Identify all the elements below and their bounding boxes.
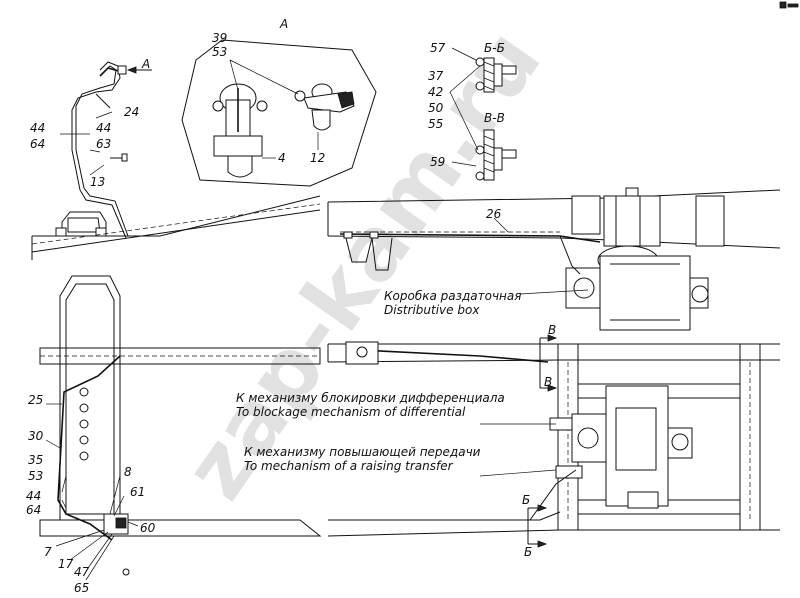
left-side-view <box>31 61 321 260</box>
callout-44-a: 44 <box>30 121 45 135</box>
callout-47: 47 <box>74 565 90 579</box>
callout-44-b: 44 <box>96 121 111 135</box>
callout-44-c: 44 <box>26 489 41 503</box>
view-a-title: А <box>279 17 288 31</box>
arrow-a-label: А <box>141 57 150 71</box>
callout-30: 30 <box>28 429 44 443</box>
caption-transfer-box-ru: Коробка раздаточная <box>384 289 521 303</box>
watermark: zap-kam.ru <box>165 12 560 517</box>
callout-50: 50 <box>428 101 444 115</box>
callout-39: 39 <box>212 31 227 45</box>
callout-61: 61 <box>130 485 145 499</box>
view-a: А <box>181 17 377 187</box>
callout-8: 8 <box>124 465 132 479</box>
callout-64-a: 64 <box>30 137 45 151</box>
callout-55: 55 <box>428 117 443 131</box>
section-marker-v: В В <box>539 323 558 392</box>
arrow-b-top: Б <box>522 493 530 507</box>
callout-25: 25 <box>28 393 43 407</box>
callout-17: 17 <box>58 557 74 571</box>
caption-diff-lock-en: To blockage mechanism of differential <box>236 405 466 419</box>
callout-64-b: 64 <box>26 503 41 517</box>
caption-diff-lock-ru: К механизму блокировки дифференциала <box>236 391 505 405</box>
callout-53-b: 53 <box>28 469 43 483</box>
right-plan-view <box>327 341 780 537</box>
callout-65: 65 <box>74 581 89 595</box>
arrow-v-bottom: В <box>544 375 552 389</box>
callout-24: 24 <box>124 105 139 119</box>
caption-raising-ru: К механизму повышающей передачи <box>244 445 481 459</box>
callout-60: 60 <box>140 521 156 535</box>
callout-7: 7 <box>44 545 52 559</box>
left-front-view <box>39 275 322 581</box>
section-bb-title: Б-Б <box>484 41 505 55</box>
corner-logo-icon <box>779 1 799 9</box>
callout-13: 13 <box>90 175 105 189</box>
callout-37: 37 <box>428 69 444 83</box>
arrow-b-bottom: Б <box>524 545 532 559</box>
callout-53: 53 <box>212 45 227 59</box>
callout-26: 26 <box>486 207 502 221</box>
section-vv: В-В <box>449 65 517 181</box>
callout-35: 35 <box>28 453 43 467</box>
right-side-view <box>327 187 781 331</box>
callout-12: 12 <box>310 151 325 165</box>
caption-raising-en: To mechanism of a raising transfer <box>244 459 454 473</box>
caption-transfer-box-en: Distributive box <box>384 303 480 317</box>
section-bb: Б-Б <box>451 41 517 93</box>
arrow-v-top: В <box>548 323 556 337</box>
callout-57: 57 <box>430 41 446 55</box>
callout-63: 63 <box>96 137 111 151</box>
callout-59: 59 <box>430 155 445 169</box>
section-vv-title: В-В <box>484 111 505 125</box>
section-marker-b: Б Б <box>522 493 548 559</box>
callout-42: 42 <box>428 85 443 99</box>
callout-4: 4 <box>278 151 286 165</box>
arrow-a: А <box>126 57 152 74</box>
